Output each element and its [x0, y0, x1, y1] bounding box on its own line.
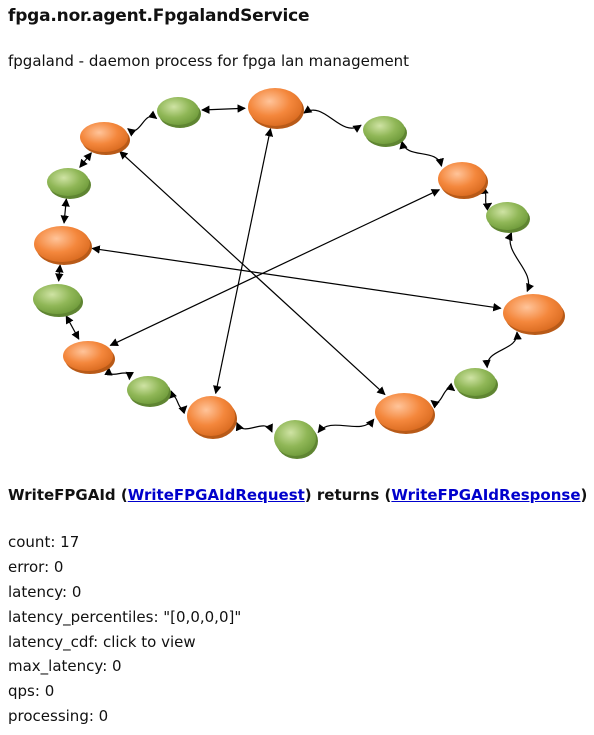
connector-arrow	[104, 366, 134, 381]
green-node	[486, 202, 528, 230]
latency-cdf-toggle[interactable]: click to view	[102, 632, 196, 651]
connector-arrow	[504, 231, 534, 293]
stat-value: 0	[53, 557, 64, 576]
stat-key: max_latency	[8, 657, 103, 676]
connector-arrow	[55, 264, 64, 282]
stat-max-latency: max_latency: 0	[8, 657, 122, 676]
connector-arrow	[303, 105, 362, 133]
close-paren: )	[580, 486, 588, 504]
connector-arrow	[482, 331, 522, 369]
green-node	[454, 368, 496, 396]
stat-value: 0	[71, 582, 82, 601]
orange-node	[438, 162, 486, 196]
connector-arrow	[201, 104, 246, 114]
orange-node	[187, 396, 235, 436]
orange-node	[34, 226, 90, 262]
stat-key: latency_percentiles	[8, 607, 154, 626]
stat-latency-cdf: latency_cdf: click to view	[8, 632, 196, 651]
stat-value: 0	[112, 657, 122, 676]
stat-value: 0	[44, 682, 55, 701]
method-name: WriteFPGAId	[8, 486, 116, 504]
open-paren: (	[115, 486, 128, 504]
returns-text: ) returns (	[304, 486, 392, 504]
connector-arrow	[213, 127, 274, 395]
connector-arrow	[430, 382, 456, 409]
green-node	[127, 376, 169, 404]
stat-qps: qps: 0	[8, 682, 55, 701]
stat-key: processing	[8, 707, 89, 726]
green-node	[47, 168, 89, 196]
stat-key: latency	[8, 582, 63, 601]
green-node	[363, 116, 405, 144]
connector-arrow	[79, 152, 92, 168]
stat-value: 17	[60, 533, 80, 551]
stat-latency: latency: 0	[8, 582, 82, 601]
orange-node	[375, 393, 433, 431]
connector-arrow	[65, 315, 80, 340]
ring-diagram	[33, 88, 565, 459]
orange-node	[80, 122, 128, 152]
stat-value: "[0,0,0,0]"	[163, 607, 242, 626]
stats-list: count: 17 error: 0 latency: 0 latency_pe…	[8, 530, 241, 729]
stat-error: error: 0	[8, 557, 64, 576]
connector-arrow	[399, 140, 444, 167]
connector-arrow	[60, 198, 70, 224]
connector-arrow	[109, 189, 441, 346]
connector-arrow	[235, 421, 273, 433]
service-description: fpgaland - daemon process for fpga lan m…	[8, 52, 410, 70]
connector-arrow	[119, 150, 386, 396]
connector-arrow	[127, 110, 158, 137]
service-title: fpga.nor.agent.FpgalandService	[8, 6, 310, 26]
stat-key: latency_cdf	[8, 632, 94, 651]
stat-key: count	[8, 533, 51, 551]
orange-node	[503, 294, 563, 332]
stat-count: count: 17	[8, 533, 80, 551]
connector-arrow	[317, 418, 375, 434]
stat-processing: processing: 0	[8, 707, 109, 726]
orange-node	[63, 341, 113, 371]
green-node	[274, 420, 316, 456]
stat-latency-percentiles: latency_percentiles: "[0,0,0,0]"	[8, 607, 242, 626]
stat-key: qps	[8, 682, 35, 701]
orange-node	[248, 88, 302, 126]
connector-arrow	[168, 390, 188, 415]
method-signature: WriteFPGAId (WriteFPGAIdRequest) returns…	[8, 486, 587, 504]
request-type-link[interactable]: WriteFPGAIdRequest	[127, 486, 305, 504]
green-node	[157, 97, 199, 125]
stat-key: error	[8, 557, 45, 576]
stat-value: 0	[98, 707, 109, 726]
green-node	[33, 284, 81, 314]
response-type-link[interactable]: WriteFPGAIdResponse	[391, 486, 581, 504]
connector-arrow	[479, 186, 493, 211]
